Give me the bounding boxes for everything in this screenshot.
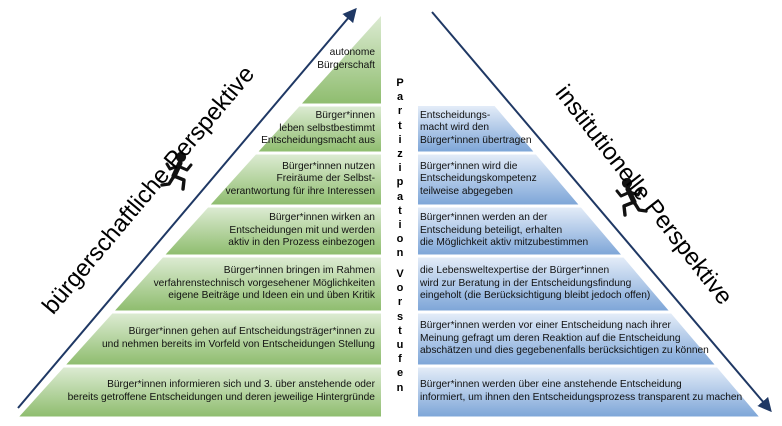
vertical-letter: n — [396, 247, 404, 260]
vertical-letter: t — [398, 119, 402, 132]
vertical-letter: n — [396, 381, 404, 394]
vertical-letter: i — [398, 218, 402, 231]
tier-line: eingeholt (die Berücksichtigung bleibt j… — [420, 290, 651, 302]
tier-line: Bürger*innen nutzen — [282, 160, 375, 172]
right-arrow — [431, 11, 772, 413]
tier-line: bereits getroffene Entscheidungen und de… — [67, 392, 375, 403]
tier-line: abschätzen und dies gegebenenfalls berüc… — [420, 345, 709, 357]
left-tier-band — [165, 207, 381, 255]
tier-line: Freiräume der Selbst- — [276, 173, 375, 185]
running-person-icon — [615, 177, 648, 217]
left-tier-text: Bürger*innen gehen auf Entscheidungsträg… — [70, 314, 375, 365]
left-tier-band — [115, 257, 381, 311]
tier-line: Bürger*innen informieren sich und 3. übe… — [107, 379, 375, 391]
tier-line: teilweise abgegeben — [420, 185, 513, 197]
tier-line: die Möglichkeit aktiv mitzubestimmen — [420, 237, 589, 249]
tier-line: macht wird den — [420, 122, 490, 134]
tier-line: Bürger*innen bringen im Rahmen — [223, 265, 375, 277]
running-person-icon — [160, 151, 193, 191]
tier-line: Bürger*innen wird die — [420, 160, 518, 172]
tier-line: Entscheidungsmacht aus — [261, 135, 375, 147]
vertical-letter: o — [396, 233, 404, 246]
right-tier-band — [418, 313, 715, 365]
vertical-letter: a — [396, 190, 404, 203]
vertical-letter: r — [397, 105, 403, 118]
left-tier-band — [258, 106, 381, 152]
left-tier-text: Bürger*innen informieren sich und 3. übe… — [23, 368, 375, 417]
left-tier-band — [19, 367, 381, 417]
right-tier-band — [418, 154, 579, 205]
tier-line: autonome — [329, 47, 375, 59]
tier-line: Bürger*innen werden vor einer Entscheidu… — [420, 320, 671, 332]
tier-line: Entscheidungskompetenz — [420, 173, 537, 185]
tier-line: verantwortung für ihre Interessen — [225, 185, 375, 197]
participation-label: PartizipationPartizipation — [392, 76, 408, 260]
tier-line: Bürger*innen gehen auf Entscheidungsträg… — [128, 326, 375, 338]
vertical-letter: u — [396, 338, 404, 351]
tier-line: Entscheidungs- — [420, 109, 491, 121]
tier-line: Bürger*innen — [315, 110, 375, 122]
left-tier-band — [301, 16, 381, 104]
vertical-letter: o — [396, 282, 404, 295]
left-tier-band — [210, 154, 381, 205]
tier-line: die Lebensweltexpertise der Bürger*innen — [420, 265, 610, 277]
tier-line: und nehmen bereits im Vorfeld von Entsch… — [102, 339, 375, 350]
tier-line: informiert, um ihnen den Entscheidungspr… — [420, 392, 743, 403]
right-tier-text: Bürger*innen werden über eine anstehende… — [420, 368, 757, 417]
vertical-letter: f — [398, 353, 402, 366]
left-tier-band — [66, 313, 382, 365]
tier-line: Bürgerschaft — [317, 59, 375, 71]
vertical-letter: r — [397, 296, 403, 309]
vertical-letter: i — [398, 162, 402, 175]
vertical-letter: i — [398, 133, 402, 146]
vertical-letter: a — [396, 91, 404, 104]
tier-line: Bürger*innen übertragen — [420, 135, 532, 147]
tier-line: Bürger*innen werden an der — [420, 212, 548, 224]
tier-line: Entscheidung beteiligt, erhalten — [420, 224, 563, 236]
right-pyramid — [418, 106, 759, 417]
tier-line: aktiv in den Prozess einbezogen — [228, 237, 375, 249]
tier-line: Bürger*innen werden über eine anstehende… — [420, 379, 682, 391]
right-tier-text: die Lebensweltexpertise der Bürger*innen… — [420, 258, 667, 311]
right-tier-text: Bürger*innen werden vor einer Entscheidu… — [420, 314, 712, 365]
left-arrow — [17, 7, 357, 409]
vertical-letter: t — [398, 324, 402, 337]
tier-line: verfahrenstechnisch vorgesehener Möglich… — [153, 277, 375, 289]
prestages-label: VorstufenVorstufen — [392, 267, 408, 395]
tier-line: Bürger*innen wirken an — [269, 212, 375, 224]
right-tier-band — [418, 257, 669, 311]
tier-line: Entscheidungen mit und werden — [229, 224, 375, 236]
right-tier-band — [418, 367, 759, 417]
right-tier-band — [418, 106, 534, 152]
left-pyramid — [19, 16, 382, 417]
vertical-letter: t — [398, 204, 402, 217]
tier-line: eigene Beiträge und Ideen ein und üben K… — [168, 290, 375, 302]
vertical-letter: e — [396, 367, 404, 380]
vertical-letter: V — [396, 268, 404, 280]
vertical-letter: p — [396, 176, 404, 189]
vertical-letter: s — [396, 310, 404, 323]
tier-line: wird zur Beratung in der Entscheidungsfi… — [420, 277, 632, 289]
vertical-letter: z — [397, 147, 403, 160]
tier-line: leben selbstbestimmt — [279, 122, 375, 134]
vertical-letter: P — [396, 77, 404, 89]
tier-line: Meinung gefragt um deren Reaktion auf di… — [420, 332, 681, 344]
right-tier-band — [418, 207, 621, 255]
